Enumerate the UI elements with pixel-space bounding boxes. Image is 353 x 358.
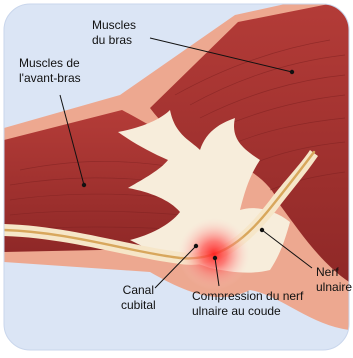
label-arm-muscles: Muscles du bras <box>92 18 136 48</box>
label-nerve-compression: Compression du nerf ulnaire au coude <box>192 289 303 319</box>
canal-leader-dot <box>194 244 198 248</box>
label-forearm-muscles: Muscles de l'avant-bras <box>19 56 81 86</box>
label-arm-muscles-line2: du bras <box>92 33 136 48</box>
forearm-leader-dot <box>82 183 86 187</box>
label-ulnar-nerve: Nerf ulnaire <box>316 265 352 295</box>
nerve-leader-dot <box>260 228 264 232</box>
label-arm-muscles-line1: Muscles <box>92 18 136 33</box>
label-forearm-muscles-line1: Muscles de <box>19 56 81 71</box>
label-ulnar-nerve-line2: ulnaire <box>316 280 352 295</box>
label-forearm-muscles-line2: l'avant-bras <box>19 71 81 86</box>
label-cubital-canal-line1: Canal <box>121 283 156 298</box>
compression-leader-dot <box>213 256 217 260</box>
label-cubital-canal-line2: cubital <box>121 298 156 313</box>
label-cubital-canal: Canal cubital <box>121 283 156 313</box>
label-ulnar-nerve-line1: Nerf <box>316 265 352 280</box>
label-nerve-compression-line1: Compression du nerf <box>192 289 303 304</box>
biceps-leader-dot <box>290 70 294 74</box>
label-nerve-compression-line2: ulnaire au coude <box>192 304 303 319</box>
